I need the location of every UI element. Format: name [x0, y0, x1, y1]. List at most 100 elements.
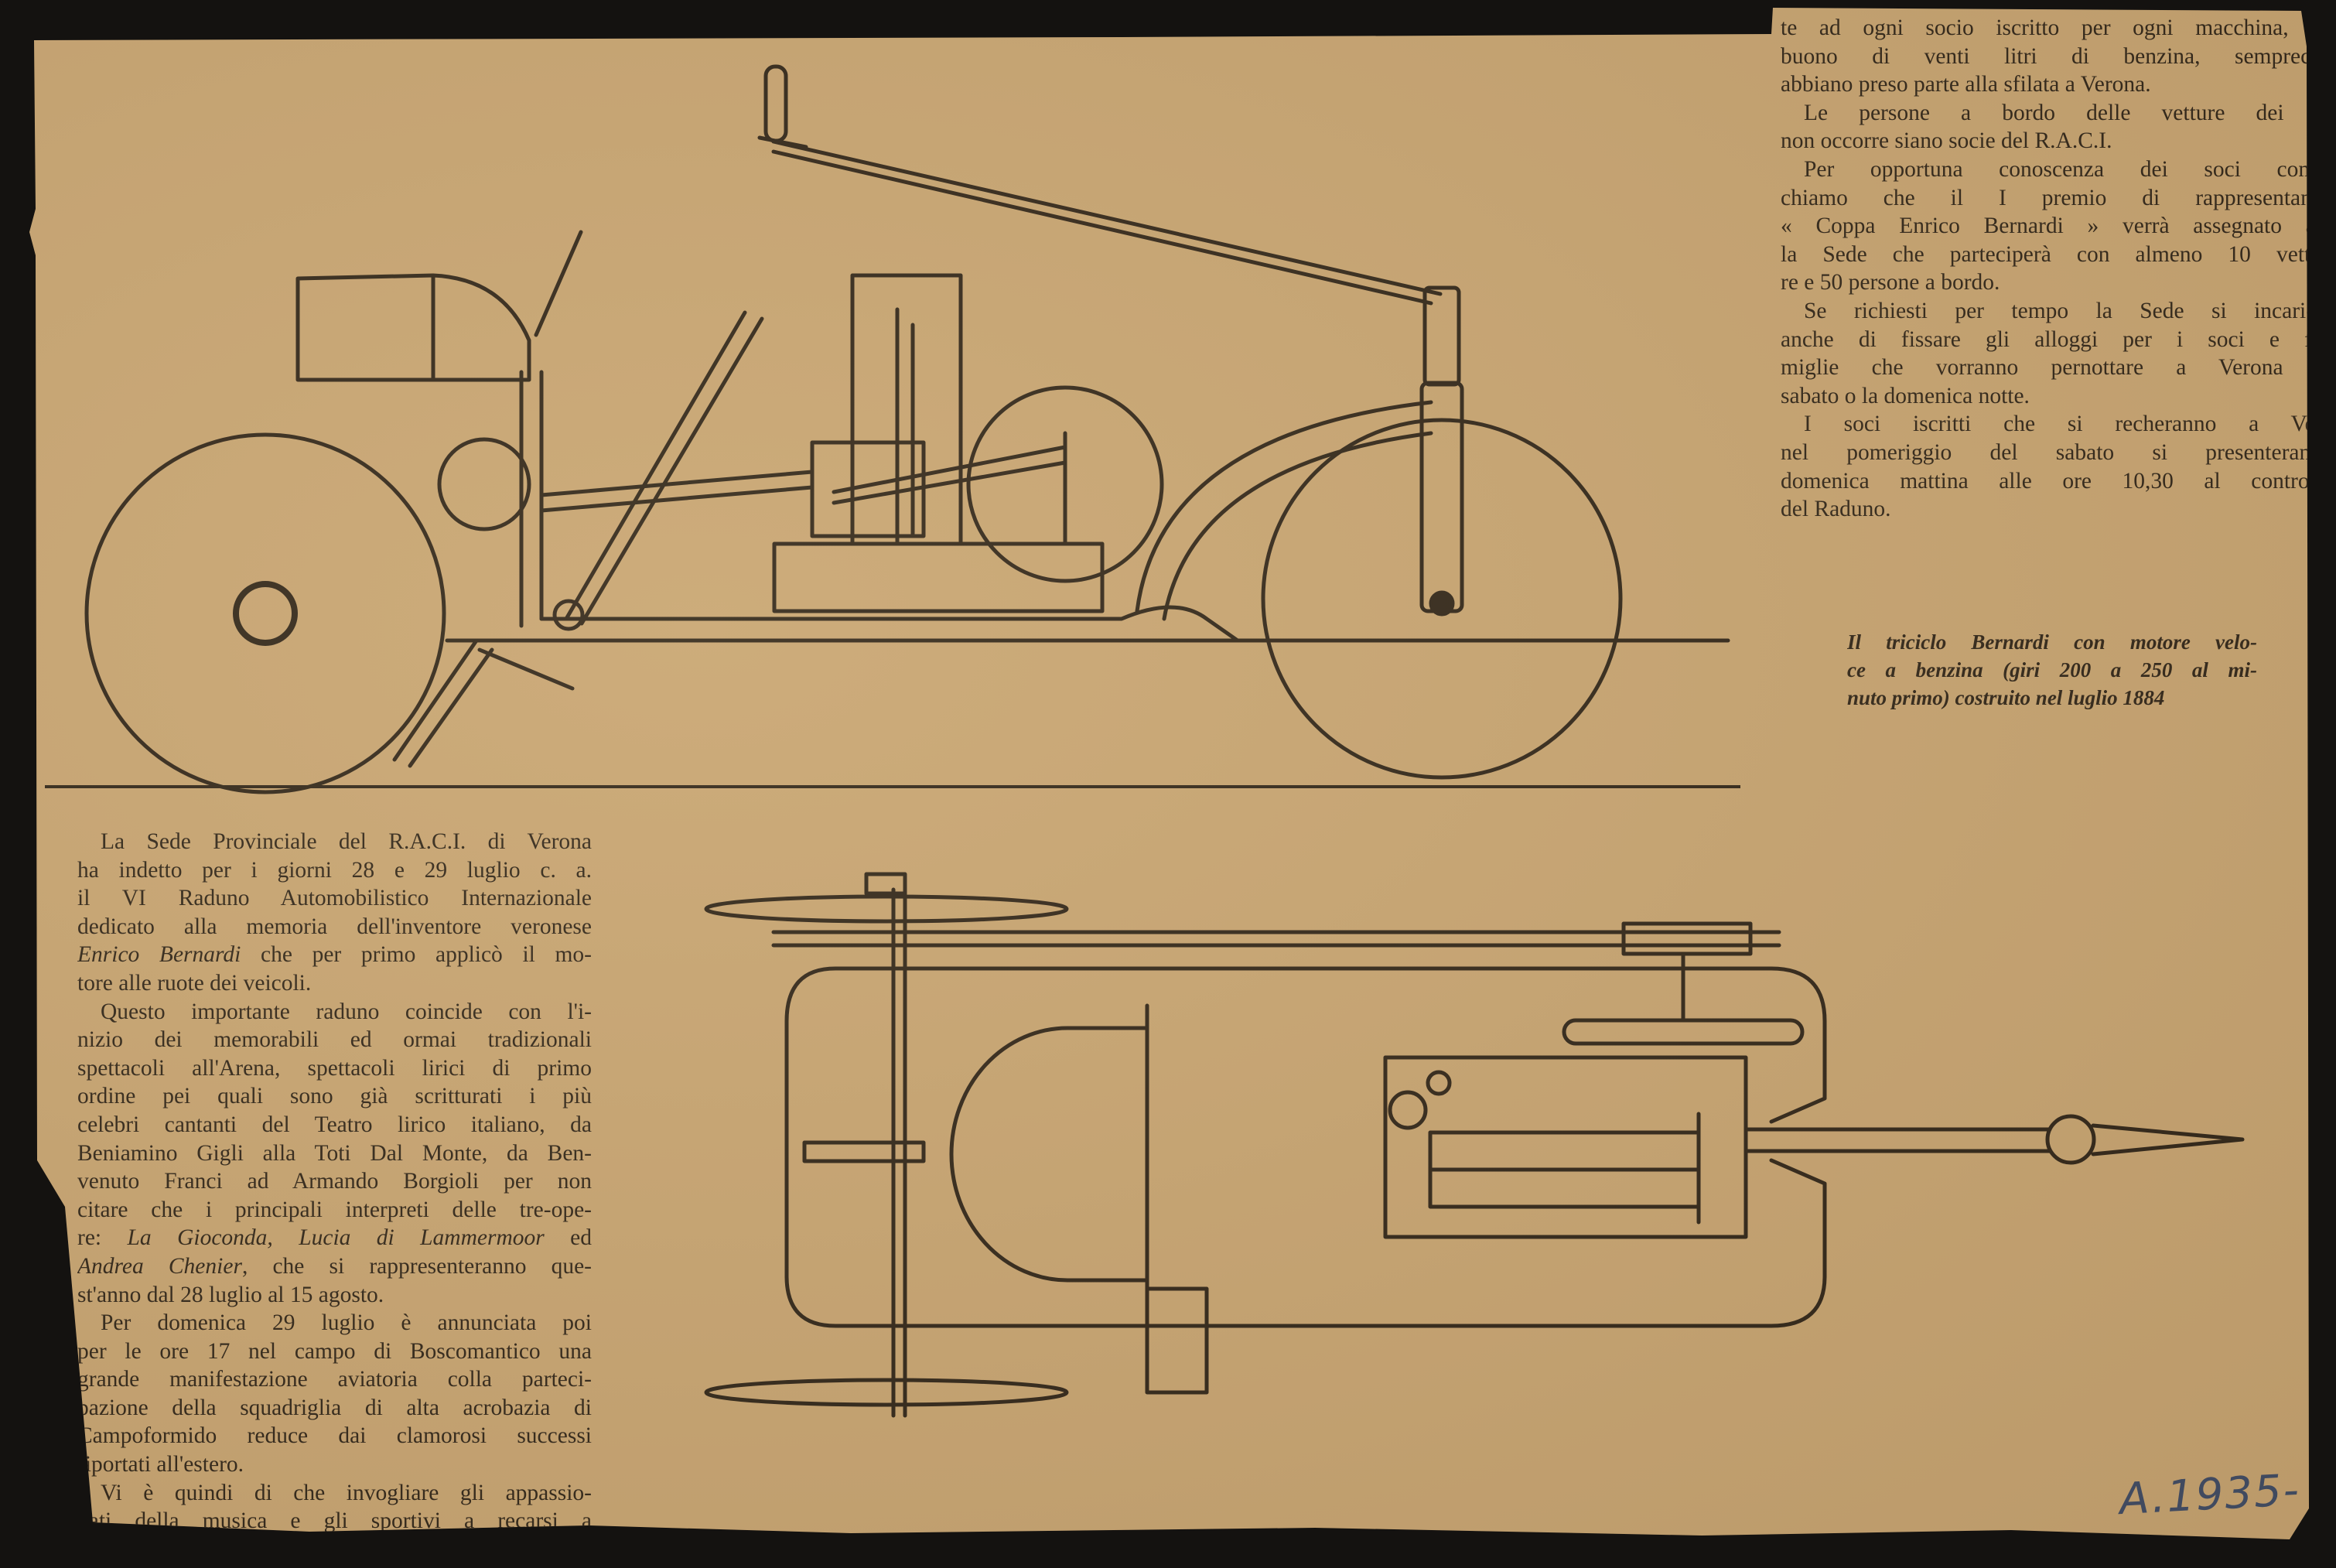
text-line: venuto Franci ad Armando Borgioli per no… [77, 1167, 592, 1196]
text-line: anche di fissare gli alloggi per i soci … [1781, 326, 2309, 354]
text-line: Andrea Chenier, che si rappresenteranno … [77, 1252, 592, 1281]
text-segment: citare che i principali interpreti delle… [77, 1197, 592, 1222]
front-fork [1419, 381, 1464, 613]
text-segment: Le persone a bordo delle vetture dei soc [1804, 100, 2322, 125]
caption-line: Il triciclo Bernardi con motore velo- [1847, 630, 2257, 654]
text-segment: re e 50 persone a bordo. [1781, 270, 2000, 295]
text-segment: ed [544, 1225, 592, 1251]
front-pulley [1621, 921, 1753, 956]
drive-belt [771, 930, 1781, 948]
engine-cylinder [850, 273, 963, 546]
article-left-column: La Sede Provinciale del R.A.C.I. di Vero… [77, 828, 592, 1536]
rear-wheel [84, 432, 446, 794]
text-line: buono di venti litri di benzina, semprec… [1781, 43, 2309, 71]
rear-wheel-bottom [704, 1378, 1069, 1407]
text-segment: sabato o la domenica notte. [1781, 383, 2030, 408]
caption-line: nuto primo) costruito nel luglio 1884 [1847, 686, 2165, 709]
text-segment: Per domenica 29 luglio è annunciata poi [101, 1310, 592, 1336]
text-segment: La Sede Provinciale del R.A.C.I. di Vero… [101, 829, 592, 854]
text-segment: pazione della squadriglia di alta acroba… [77, 1395, 592, 1420]
flywheel [966, 385, 1164, 583]
text-line: grande manifestazione aviatoria colla pa… [77, 1365, 592, 1394]
text-line: dedicato alla memoria dell'inventore ver… [77, 913, 592, 941]
front-wheel-top [1562, 1018, 1805, 1046]
text-line: « Coppa Enrico Bernardi » verrà assegnat… [1781, 212, 2322, 241]
italic-text: Andrea Chenier [77, 1253, 242, 1279]
text-segment: del Raduno. [1781, 497, 1891, 522]
text-segment: Questo importante raduno coincide con l'… [101, 999, 592, 1024]
text-segment: grande manifestazione aviatoria colla pa… [77, 1367, 592, 1392]
text-line: non occorre siano socie del R.A.C.I. [1781, 127, 2309, 155]
text-segment: Campoformido reduce dai clamorosi succes… [77, 1423, 592, 1449]
text-line: miglie che vorranno pernottare a Verona … [1781, 354, 2322, 382]
text-line: il VI Raduno Automobilistico Internazion… [77, 884, 592, 913]
text-line: nel pomeriggio del sabato si presenteran… [1781, 439, 2322, 467]
text-segment: spettacoli all'Arena, spettacoli lirici … [77, 1055, 592, 1081]
text-segment: non occorre siano socie del R.A.C.I. [1781, 128, 2112, 154]
body-outline [784, 966, 1827, 1328]
text-segment: nati della musica e gli sportivi a recar… [77, 1508, 592, 1534]
horseshoe-frame [949, 1003, 1149, 1302]
engine-base [772, 541, 1105, 613]
text-line: pazione della squadriglia di alta acroba… [77, 1394, 592, 1423]
text-segment: miglie che vorranno pernottare a Verona … [1781, 355, 2322, 381]
caption-line: ce a benzina (giri 200 a 250 al mi- [1847, 658, 2257, 682]
text-segment: te ad ogni socio iscritto per ogni macch… [1781, 15, 2322, 40]
italic-text: La Gioconda, Lucia di Lammermoor [127, 1225, 545, 1251]
engine-box [1383, 1055, 1748, 1239]
text-line: tore alle ruote dei veicoli. [77, 969, 592, 998]
text-segment: per le ore 17 nel campo di Boscomantico … [77, 1338, 592, 1364]
text-segment: chiamo che il I premio di rappresentanz [1781, 185, 2322, 210]
text-line: re e 50 persone a bordo. [1781, 268, 2309, 297]
text-line: ha indetto per i giorni 28 e 29 luglio c… [77, 856, 592, 885]
text-line: La Sede Provinciale del R.A.C.I. di Vero… [77, 828, 592, 856]
text-segment: Vi è quindi di che invogliare gli appass… [101, 1480, 592, 1505]
front-fender [1135, 400, 1433, 621]
text-segment: celebri cantanti del Teatro lirico itali… [77, 1112, 592, 1137]
text-segment: st'anno dal 28 luglio al 15 agosto. [77, 1282, 384, 1307]
rear-wheel-hub [233, 581, 298, 646]
text-segment: Per opportuna conoscenza dei soci comuni [1804, 156, 2322, 182]
text-line: Per opportuna conoscenza dei soci comuni [1781, 155, 2322, 184]
text-segment: nel pomeriggio del sabato si presenteran… [1781, 439, 2322, 465]
connecting-rod [832, 431, 1067, 544]
figure-caption: Il triciclo Bernardi con motore velo- ce… [1847, 628, 2257, 712]
text-line: I soci iscritti che si recheranno a Vero… [1781, 410, 2322, 439]
text-line: nati della musica e gli sportivi a recar… [77, 1507, 592, 1536]
text-line: te ad ogni socio iscritto per ogni macch… [1781, 14, 2322, 43]
italic-text: Enrico Bernardi [77, 942, 241, 968]
text-line: del Raduno. [1781, 495, 2309, 524]
text-line: domenica mattina alle ore 10,30 al contr… [1781, 467, 2309, 496]
chassis-frame [445, 605, 1730, 643]
pulley [437, 437, 531, 531]
text-segment: il VI Raduno Automobilistico Internazion… [77, 886, 592, 911]
handwritten-archive-note: A.1935- [2118, 1464, 2302, 1525]
text-line: Questo importante raduno coincide con l'… [77, 998, 592, 1027]
text-line: abbiano preso parte alla sfilata a Veron… [1781, 70, 2309, 99]
text-segment: che per primo applicò il mo- [241, 942, 592, 968]
text-line: spettacoli all'Arena, spettacoli lirici … [77, 1054, 592, 1083]
section-divider-rule [45, 785, 1740, 788]
text-segment: Se richiesti per tempo la Sede si incari… [1804, 298, 2322, 323]
front-wheel [1261, 418, 1623, 780]
text-line: sabato o la domenica notte. [1781, 382, 2309, 411]
text-segment: I soci iscritti che si recheranno a Vero… [1804, 412, 2322, 437]
steering-head [1422, 285, 1461, 387]
text-segment: abbiano preso parte alla sfilata a Veron… [1781, 72, 2151, 97]
engine-cylinder-top [1428, 1130, 1701, 1209]
text-line: ordine pei quali sono già scritturati i … [77, 1082, 592, 1111]
seat-support [519, 370, 544, 628]
text-line: Campoformido reduce dai clamorosi succes… [77, 1422, 592, 1450]
text-segment: ha indetto per i giorni 28 e 29 luglio c… [77, 857, 592, 883]
article-right-column: te ad ogni socio iscritto per ogni macch… [1781, 14, 2322, 524]
text-segment: tore alle ruote dei veicoli. [77, 970, 312, 996]
rear-wheel-top [704, 894, 1069, 924]
text-segment: « Coppa Enrico Bernardi » verrà assegnat… [1781, 214, 2322, 239]
crosshead-box [810, 440, 926, 538]
text-line: chiamo che il I premio di rappresentanz [1781, 184, 2322, 213]
text-line: Enrico Bernardi che per primo applicò il… [77, 941, 592, 969]
text-segment: , che si rappresenteranno que- [241, 1253, 592, 1279]
control-lever [564, 310, 764, 626]
